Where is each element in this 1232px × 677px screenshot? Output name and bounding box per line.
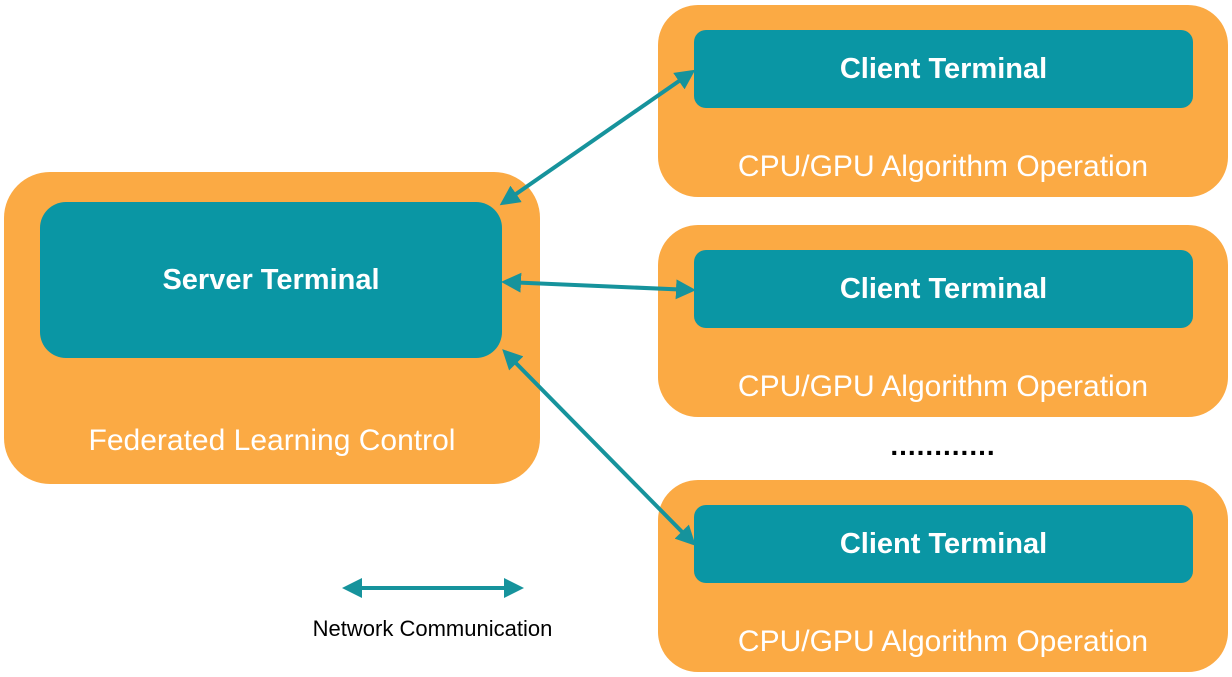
- client-caption: CPU/GPU Algorithm Operation: [737, 625, 1149, 658]
- client-terminal-label: Client Terminal: [839, 52, 1048, 85]
- server-terminal-label: Server Terminal: [162, 263, 380, 296]
- server-caption: Federated Learning Control: [88, 424, 456, 457]
- client-terminal-label: Client Terminal: [839, 527, 1048, 560]
- client-terminal-box: Client Terminal: [694, 250, 1193, 328]
- server-client2-arrow: [501, 272, 696, 300]
- client-caption: CPU/GPU Algorithm Operation: [737, 150, 1149, 183]
- server-client3-arrow: [502, 349, 696, 546]
- server-terminal-box: Server Terminal: [40, 202, 502, 358]
- client-terminal-box: Client Terminal: [694, 30, 1193, 108]
- server-client1-arrow: [499, 69, 696, 206]
- client-caption: CPU/GPU Algorithm Operation: [737, 370, 1149, 403]
- legend-label: Network Communication: [312, 616, 553, 641]
- more-clients-ellipsis: ............: [890, 430, 996, 461]
- client-terminal-box: Client Terminal: [694, 505, 1193, 583]
- client-terminal-label: Client Terminal: [839, 272, 1048, 305]
